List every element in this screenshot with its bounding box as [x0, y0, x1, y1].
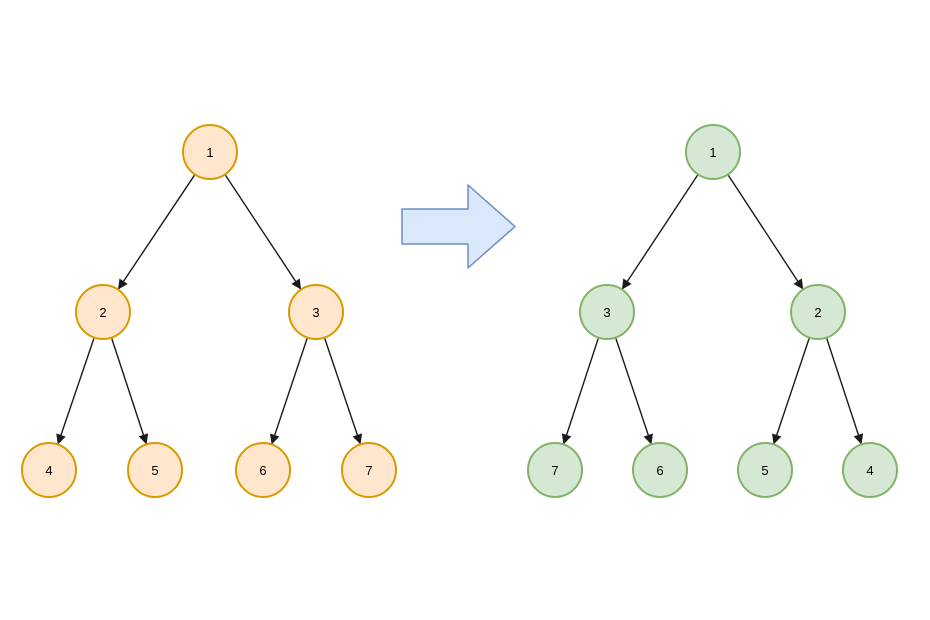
edge-original-2-4 — [56, 338, 95, 445]
edge-original-1-3 — [224, 174, 302, 290]
edge-original-3-7 — [324, 338, 363, 445]
tree-node: 1 — [182, 124, 238, 180]
mirrored-tree-edges — [561, 174, 864, 445]
tree-node: 6 — [632, 442, 688, 498]
edge-mirrored-2-5 — [772, 338, 810, 445]
tree-node: 1 — [685, 124, 741, 180]
edge-original-1-2 — [118, 174, 195, 290]
original-tree-edges — [56, 174, 363, 445]
edge-mirrored-3-7 — [561, 338, 599, 445]
tree-node: 4 — [842, 442, 898, 498]
tree-node: 2 — [790, 284, 846, 340]
edge-mirrored-1-2 — [727, 175, 804, 290]
tree-node: 5 — [737, 442, 793, 498]
tree-node: 5 — [127, 442, 183, 498]
tree-node: 4 — [21, 442, 77, 498]
tree-node: 7 — [527, 442, 583, 498]
tree-node: 7 — [341, 442, 397, 498]
tree-node: 2 — [75, 284, 131, 340]
transform-right-arrow-icon — [401, 184, 516, 269]
edge-original-3-6 — [270, 338, 308, 445]
edge-original-2-5 — [111, 338, 149, 445]
tree-node: 3 — [288, 284, 344, 340]
edge-mirrored-1-3 — [621, 174, 699, 290]
edge-mirrored-2-4 — [826, 338, 864, 445]
tree-node: 6 — [235, 442, 291, 498]
edge-mirrored-3-6 — [615, 338, 653, 445]
tree-node: 3 — [579, 284, 635, 340]
